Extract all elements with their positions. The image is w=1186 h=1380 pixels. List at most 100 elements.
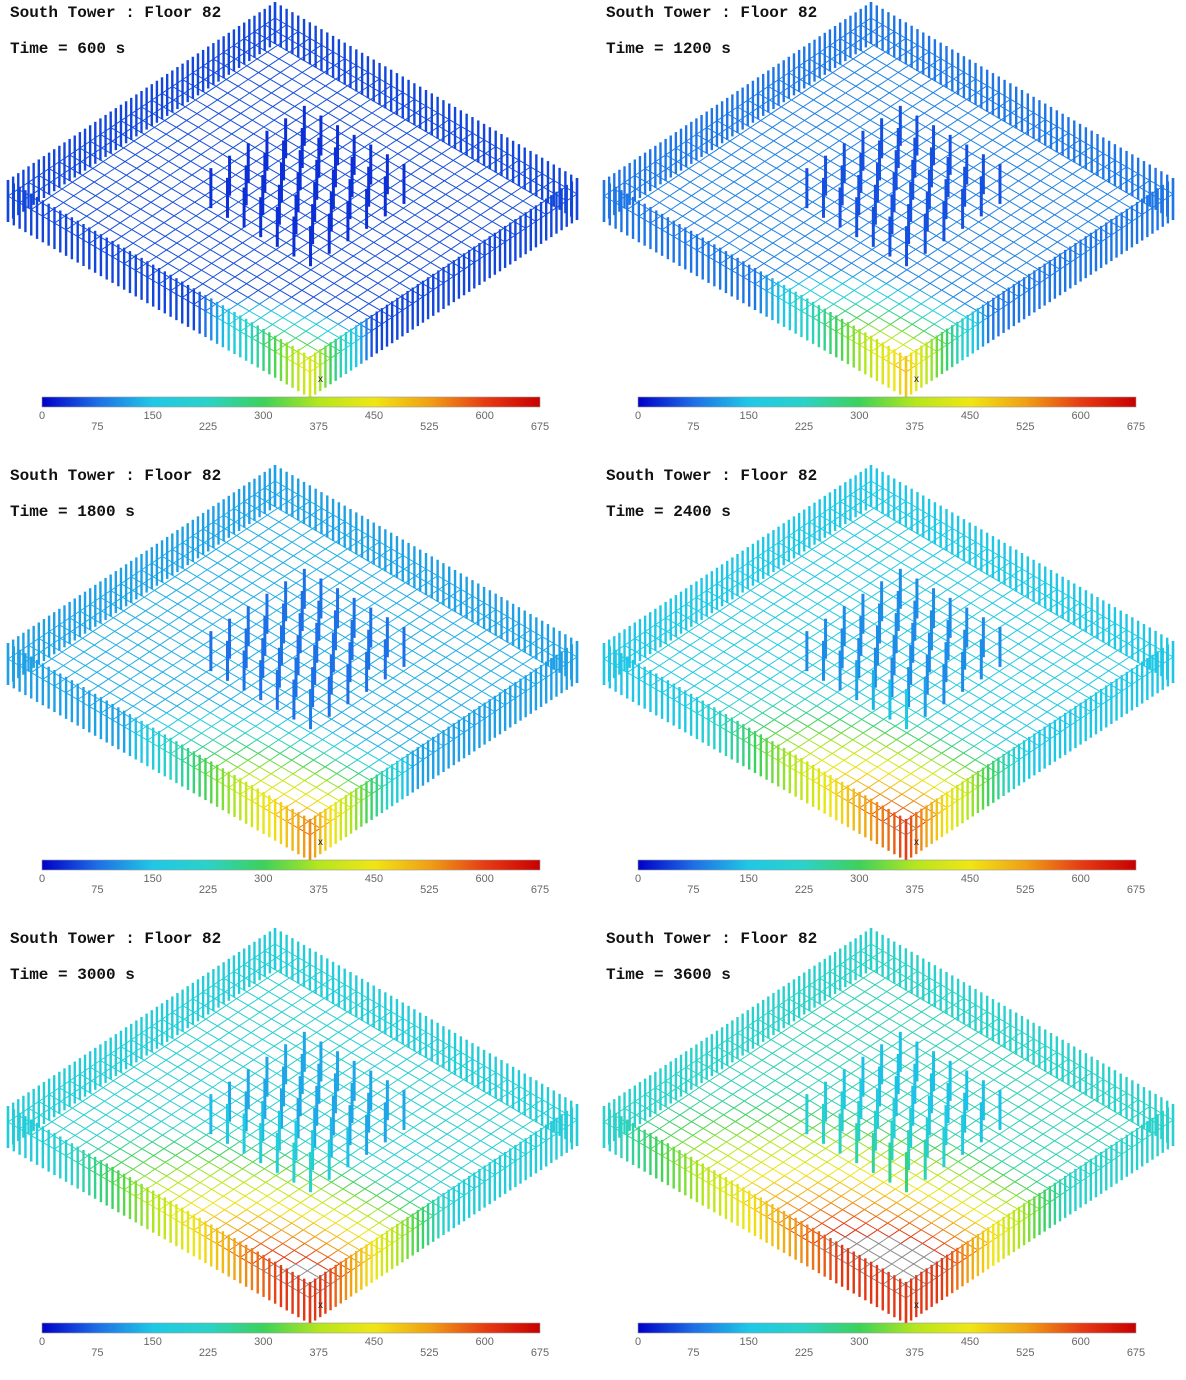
beam bbox=[388, 733, 398, 740]
beam bbox=[163, 672, 175, 679]
beam bbox=[886, 161, 896, 168]
time-readout: Time = 1200 s bbox=[606, 40, 731, 58]
beam bbox=[737, 202, 747, 209]
beam bbox=[242, 583, 252, 590]
beam bbox=[1021, 208, 1033, 215]
beam bbox=[232, 134, 244, 141]
beam bbox=[308, 120, 318, 127]
beam bbox=[193, 182, 203, 189]
beam bbox=[277, 719, 287, 726]
beam bbox=[336, 658, 348, 665]
beam bbox=[303, 304, 315, 311]
beam bbox=[243, 236, 253, 243]
beam bbox=[75, 209, 87, 216]
beam bbox=[289, 733, 301, 740]
beam bbox=[1025, 249, 1037, 256]
beam bbox=[272, 781, 282, 788]
beam bbox=[302, 529, 312, 536]
beam bbox=[349, 93, 359, 100]
beam bbox=[223, 733, 235, 740]
beam bbox=[283, 93, 293, 100]
beam bbox=[783, 236, 795, 243]
beam bbox=[143, 236, 155, 243]
beam bbox=[266, 713, 276, 720]
beam bbox=[450, 691, 460, 698]
beam bbox=[457, 664, 469, 671]
beam bbox=[468, 657, 480, 664]
beam bbox=[312, 277, 322, 284]
beam bbox=[182, 638, 192, 645]
beam bbox=[918, 161, 930, 168]
beam bbox=[648, 196, 660, 203]
beam bbox=[411, 174, 423, 181]
beam bbox=[890, 324, 902, 331]
beam bbox=[327, 780, 339, 787]
beam bbox=[983, 263, 995, 270]
beam bbox=[159, 168, 171, 175]
beam bbox=[87, 209, 97, 216]
beam bbox=[322, 277, 334, 284]
beam bbox=[244, 250, 254, 257]
beam bbox=[430, 140, 440, 147]
beam bbox=[96, 652, 106, 659]
beam bbox=[846, 202, 856, 209]
beam bbox=[729, 236, 739, 243]
beam bbox=[379, 760, 391, 767]
beam bbox=[444, 637, 454, 644]
beam bbox=[1087, 208, 1099, 215]
beam bbox=[455, 174, 467, 181]
beam bbox=[875, 59, 887, 66]
beam bbox=[231, 236, 243, 243]
beam bbox=[408, 147, 420, 154]
beam bbox=[488, 637, 498, 644]
beam bbox=[125, 625, 137, 632]
beam bbox=[748, 216, 760, 223]
beam bbox=[63, 659, 73, 666]
beam bbox=[193, 189, 205, 196]
beam bbox=[1075, 194, 1085, 201]
beam bbox=[1043, 208, 1055, 215]
beam bbox=[261, 93, 271, 100]
beam bbox=[235, 740, 247, 747]
beam bbox=[981, 249, 993, 256]
beam bbox=[1001, 222, 1013, 229]
beam bbox=[295, 100, 305, 107]
beam bbox=[288, 610, 298, 617]
beam bbox=[943, 304, 955, 311]
beam bbox=[806, 127, 816, 134]
beam bbox=[901, 311, 911, 318]
beam bbox=[164, 686, 176, 693]
beam bbox=[372, 113, 384, 120]
beam bbox=[301, 168, 311, 175]
beam bbox=[721, 155, 731, 162]
beam bbox=[722, 168, 732, 175]
beam bbox=[152, 672, 162, 679]
beam bbox=[418, 235, 428, 242]
beam bbox=[944, 311, 954, 318]
beam bbox=[208, 223, 220, 230]
beam bbox=[784, 134, 796, 141]
beam bbox=[894, 249, 906, 256]
beam bbox=[460, 222, 470, 229]
beam bbox=[84, 182, 94, 189]
beam bbox=[264, 706, 276, 713]
beam bbox=[260, 86, 272, 93]
beam bbox=[317, 100, 327, 107]
beam bbox=[157, 611, 167, 618]
beam bbox=[249, 658, 261, 665]
time-unit: s bbox=[721, 40, 731, 58]
beam bbox=[351, 692, 363, 699]
beam bbox=[1001, 215, 1011, 222]
beam bbox=[325, 760, 335, 767]
beam bbox=[885, 263, 895, 270]
beam bbox=[403, 671, 415, 678]
beam bbox=[1065, 201, 1075, 208]
beam bbox=[201, 270, 213, 277]
beam bbox=[260, 297, 270, 304]
beam bbox=[868, 318, 878, 325]
beam bbox=[62, 189, 74, 196]
beam bbox=[444, 181, 456, 188]
colorbar-tick-label: 525 bbox=[420, 421, 438, 433]
beam bbox=[338, 324, 350, 331]
